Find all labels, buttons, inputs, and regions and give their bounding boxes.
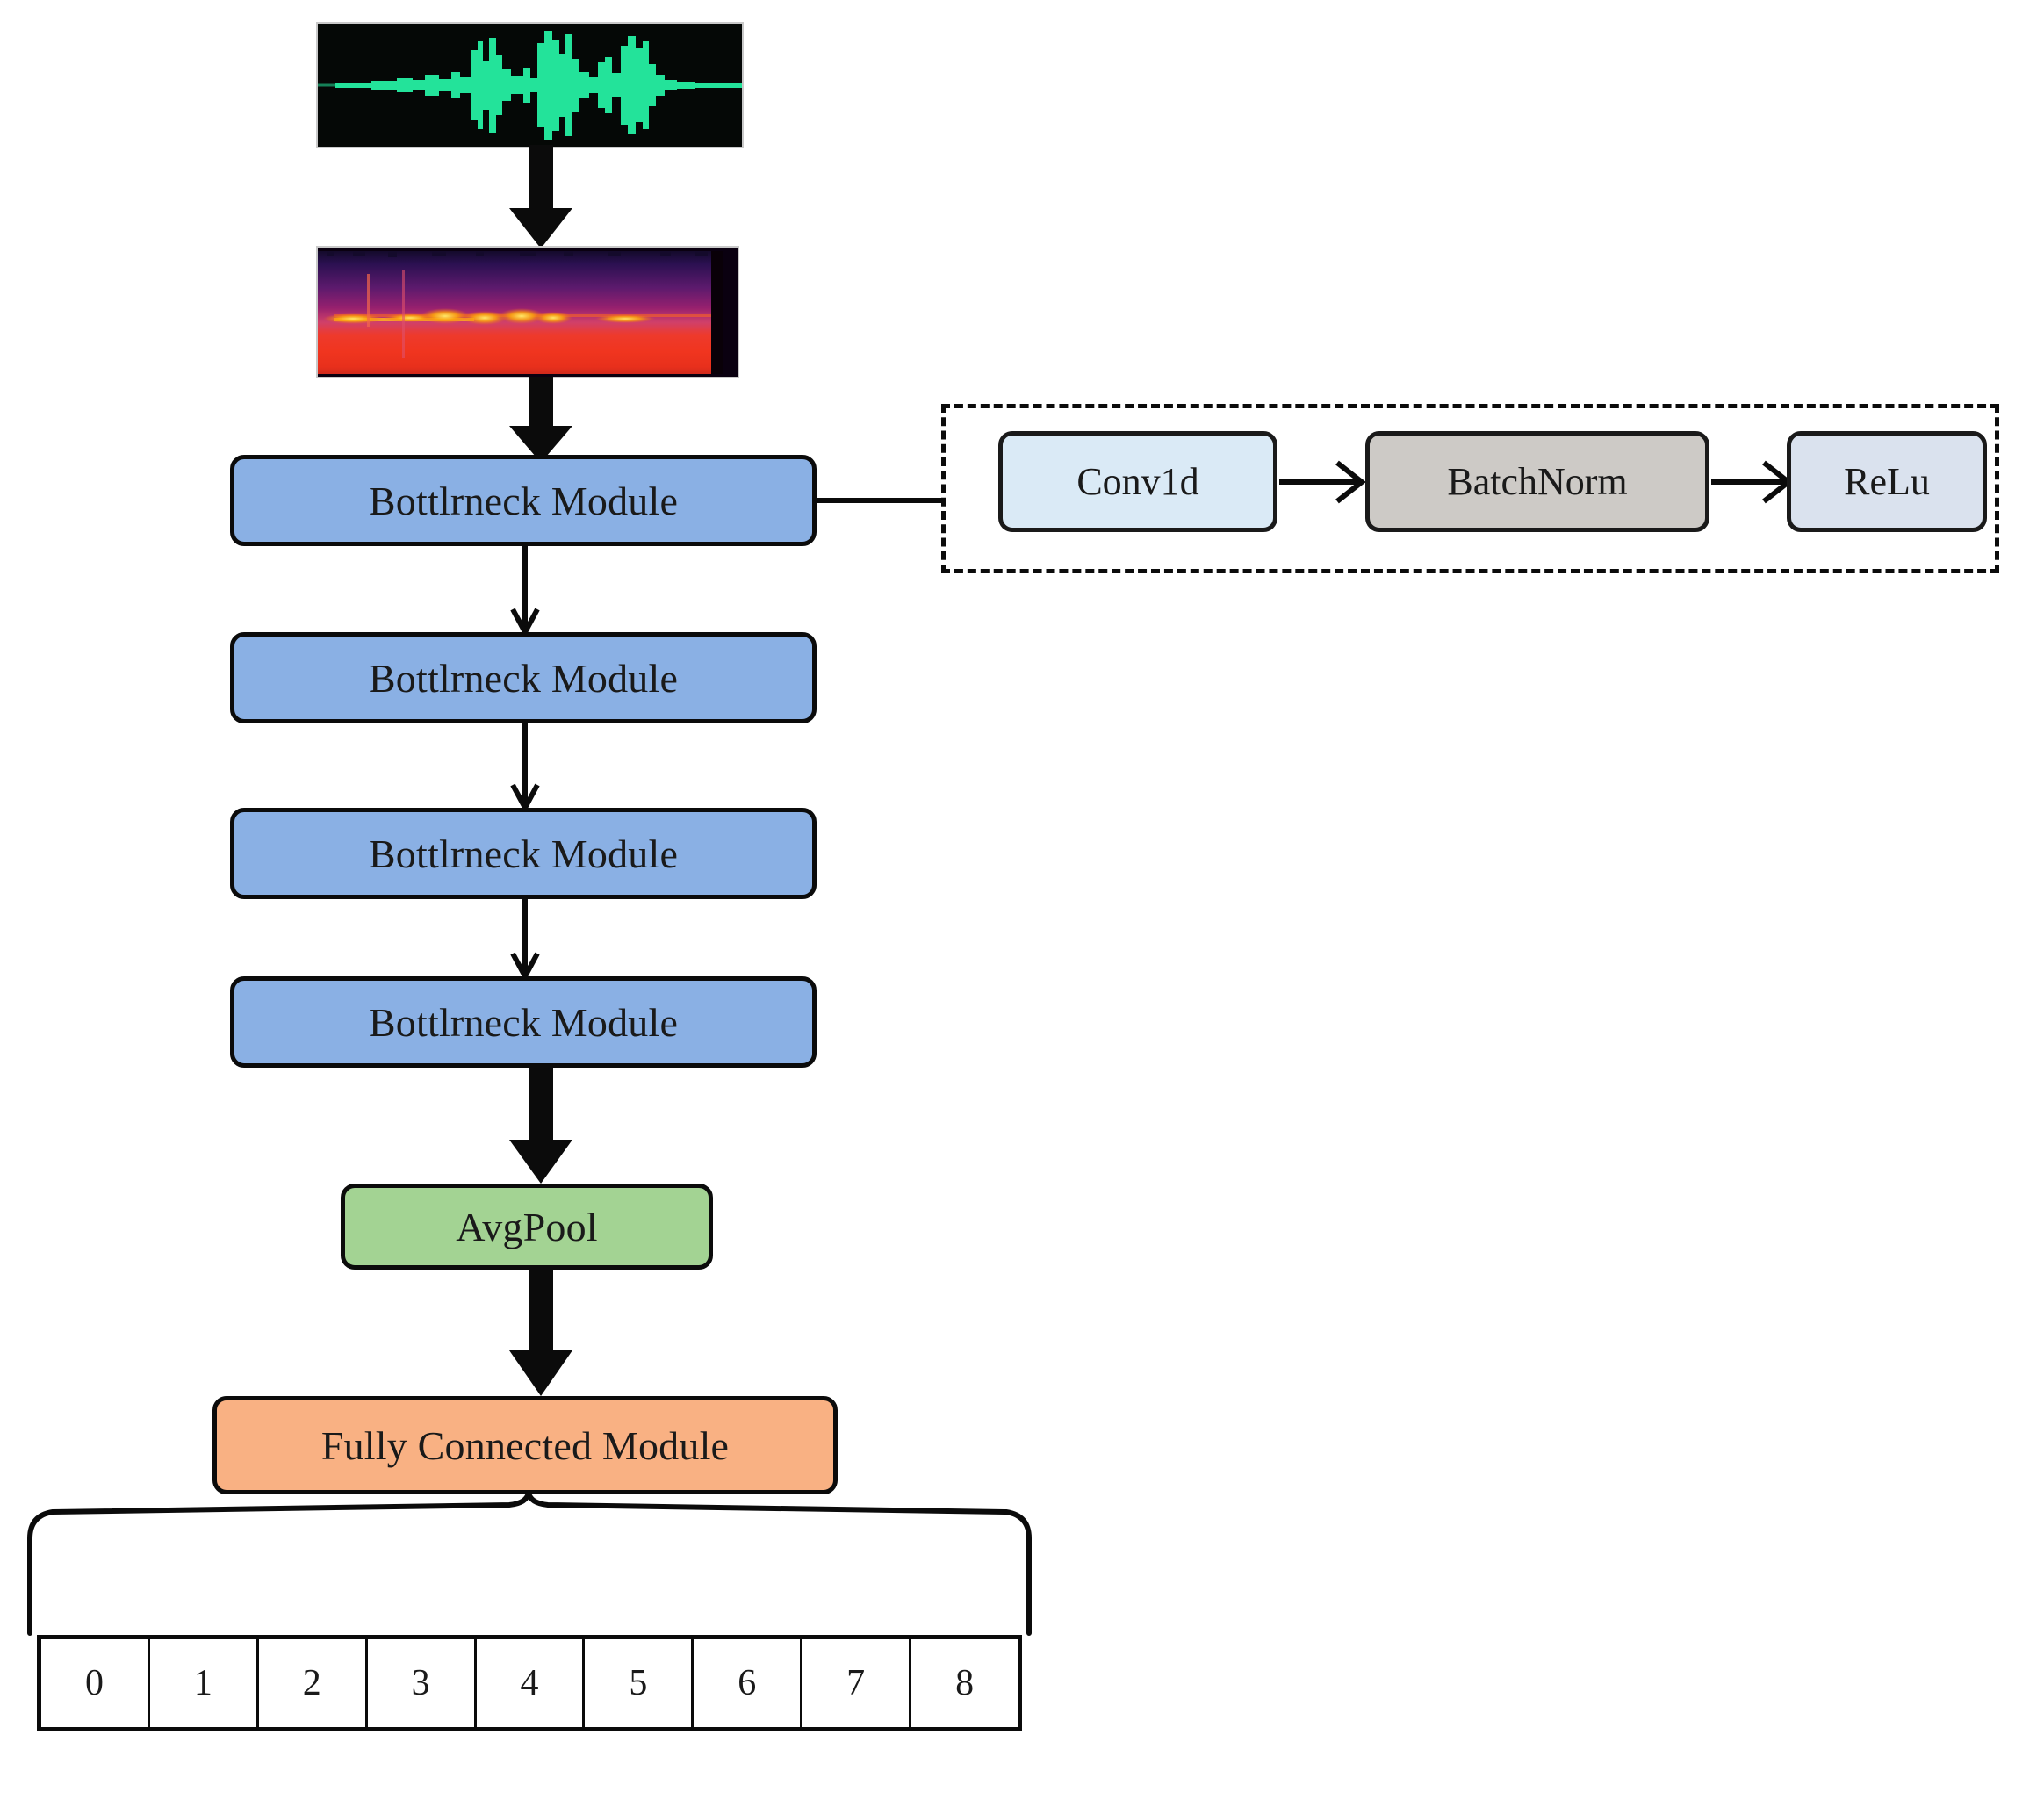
bottleneck-module-1[interactable]: Bottlrneck Module: [230, 455, 817, 546]
curly-brace-icon: [27, 1493, 1032, 1636]
bottleneck-module-1-label: Bottlrneck Module: [368, 478, 679, 523]
output-class-label: 5: [629, 1663, 648, 1703]
arrow-down-icon-b3-b4: [510, 899, 540, 983]
bottleneck-module-2-label: Bottlrneck Module: [368, 655, 679, 701]
output-class-cell[interactable]: 0: [41, 1639, 150, 1727]
output-class-label: 4: [520, 1663, 539, 1703]
bottleneck-detail-group: Conv1d BatchNorm ReLu: [941, 404, 1999, 573]
output-class-label: 1: [193, 1663, 212, 1703]
output-class-cell[interactable]: 3: [368, 1639, 477, 1727]
output-class-label: 7: [846, 1663, 866, 1703]
output-class-table: 0 1 2 3 4 5 6 7 8: [37, 1635, 1022, 1731]
arrow-right-icon-batchnorm-to-relu: [1711, 460, 1793, 504]
avgpool-label: AvgPool: [456, 1204, 598, 1249]
output-class-cell[interactable]: 8: [911, 1639, 1018, 1727]
output-class-cell[interactable]: 7: [802, 1639, 912, 1727]
bottleneck-module-4[interactable]: Bottlrneck Module: [230, 976, 817, 1068]
output-class-cell[interactable]: 1: [150, 1639, 259, 1727]
arrow-down-icon-b1-b2: [510, 546, 540, 638]
output-class-cell[interactable]: 6: [694, 1639, 803, 1727]
audio-waveform-image: [318, 24, 742, 147]
batchnorm-block[interactable]: BatchNorm: [1365, 431, 1709, 532]
output-class-label: 8: [955, 1663, 975, 1703]
relu-label: ReLu: [1844, 460, 1930, 503]
output-class-cell[interactable]: 5: [585, 1639, 695, 1727]
arrow-down-icon-b2-b3: [510, 723, 540, 814]
output-class-label: 0: [84, 1663, 104, 1703]
arrow-down-icon-bottleneck-to-avgpool: [509, 1068, 572, 1184]
bottleneck-module-2[interactable]: Bottlrneck Module: [230, 632, 817, 723]
bottleneck-module-4-label: Bottlrneck Module: [368, 999, 679, 1045]
output-class-cell[interactable]: 4: [477, 1639, 586, 1727]
arrow-down-icon-avgpool-to-fc: [509, 1270, 572, 1396]
batchnorm-label: BatchNorm: [1447, 460, 1628, 503]
output-class-label: 3: [411, 1663, 430, 1703]
fully-connected-module[interactable]: Fully Connected Module: [212, 1396, 838, 1494]
bottleneck-module-3[interactable]: Bottlrneck Module: [230, 808, 817, 899]
connector-bottleneck-to-detail: [815, 498, 945, 503]
waveform-svg: [318, 24, 742, 147]
spectrogram-svg: [318, 248, 738, 377]
bottleneck-module-3-label: Bottlrneck Module: [368, 831, 679, 876]
fully-connected-label: Fully Connected Module: [320, 1422, 730, 1468]
output-class-label: 2: [302, 1663, 321, 1703]
arrow-right-icon-conv1d-to-batchnorm: [1279, 460, 1366, 504]
output-class-label: 6: [738, 1663, 757, 1703]
relu-block[interactable]: ReLu: [1787, 431, 1987, 532]
conv1d-label: Conv1d: [1076, 460, 1199, 503]
arrow-down-icon-waveform-to-spectrogram: [509, 145, 572, 248]
arrow-down-icon-spectrogram-to-bottleneck: [509, 377, 572, 463]
output-class-cell[interactable]: 2: [259, 1639, 368, 1727]
mel-spectrogram-image: [318, 248, 738, 377]
conv1d-block[interactable]: Conv1d: [998, 431, 1278, 532]
avgpool-module[interactable]: AvgPool: [341, 1184, 713, 1270]
